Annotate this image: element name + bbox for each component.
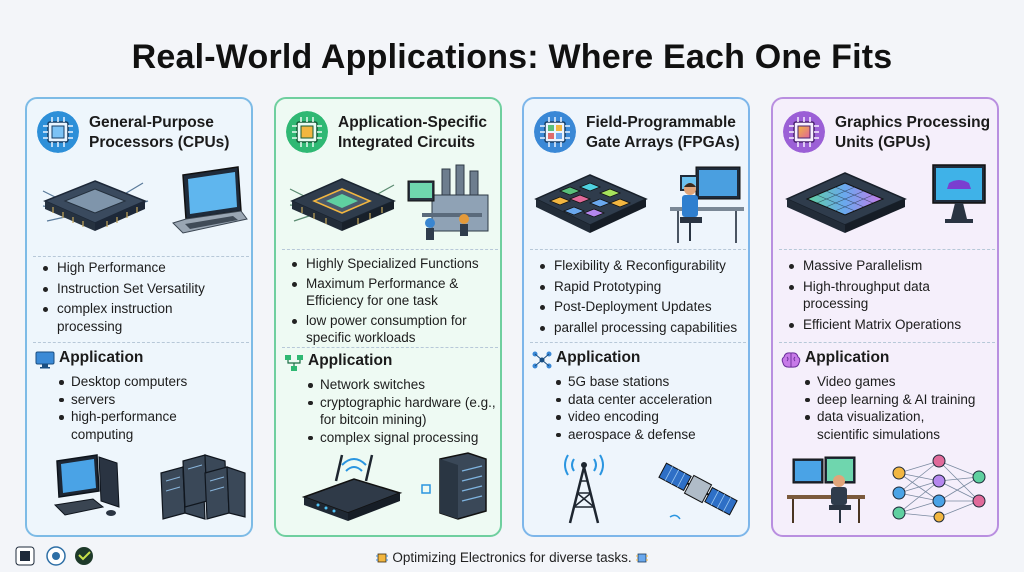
feature-list: Highly Specialized Functions Maximum Per…: [292, 255, 500, 350]
list-item: cryptographic hardware (e.g., for bitcoi…: [308, 394, 498, 429]
monitor-icon: [35, 351, 55, 369]
fpga-engineer-illustration: [534, 166, 744, 243]
asic-factory-illustration: [289, 164, 489, 240]
tower-satellite-illustration: [564, 454, 738, 524]
list-item: High Performance: [43, 259, 251, 277]
footer-text: Optimizing Electronics for diverse tasks…: [392, 550, 632, 565]
cpu-laptop-illustration: [42, 166, 248, 234]
page-title: Real-World Applications: Where Each One …: [131, 38, 893, 76]
list-item: Instruction Set Versatility: [43, 280, 251, 298]
list-item: Rapid Prototyping: [540, 278, 748, 296]
divider: [779, 249, 995, 250]
card-header: Graphics Processing Units (GPUs): [783, 109, 993, 157]
divider: [282, 249, 498, 250]
list-item: 5G base stations: [556, 373, 748, 391]
list-item: deep learning & AI training: [805, 391, 997, 409]
nodes-icon: [532, 351, 552, 369]
fpga-chip-icon: [534, 111, 576, 153]
card-header: Field-Programmable Gate Arrays (FPGAs): [534, 109, 744, 157]
asic-chip-icon: [286, 111, 328, 153]
card-title: General-Purpose Processors (CPUs): [89, 114, 230, 151]
list-item: servers: [59, 391, 251, 409]
list-item: Efficient Matrix Operations: [789, 316, 997, 334]
list-item: complex instruction processing: [43, 300, 233, 335]
gpu-monitor-illustration: [785, 164, 986, 233]
feature-list: High Performance Instruction Set Versati…: [43, 259, 251, 338]
list-item: high-performance computing: [59, 408, 209, 443]
card-header: General-Purpose Processors (CPUs): [37, 109, 247, 157]
list-item: Network switches: [308, 376, 500, 394]
card-title: Application-Specific Integrated Circuits: [338, 114, 487, 151]
chip-icon: [375, 554, 388, 563]
card-gpu: Graphics Processing Units (GPUs) Massive…: [771, 97, 999, 537]
list-item: Video games: [805, 373, 997, 391]
list-item: Highly Specialized Functions: [292, 255, 500, 273]
feature-list: Flexibility & Reconfigurability Rapid Pr…: [540, 257, 748, 339]
application-list: Network switches cryptographic hardware …: [308, 376, 500, 447]
application-list: 5G base stations data center acceleratio…: [556, 373, 748, 444]
card-asic: Application-Specific Integrated Circuits…: [274, 97, 502, 537]
desktop-server-illustration: [53, 454, 246, 520]
list-item: aerospace & defense: [556, 426, 748, 444]
divider: [282, 347, 498, 348]
application-header: Application: [532, 349, 732, 371]
list-item: data center acceleration: [556, 391, 748, 409]
divider: [530, 342, 746, 343]
card-cpu: General-Purpose Processors (CPUs) High P…: [25, 97, 253, 537]
divider: [779, 342, 995, 343]
list-item: Massive Parallelism: [789, 257, 997, 275]
list-item: complex signal processing: [308, 429, 500, 447]
cpu-chip-icon: [37, 111, 79, 153]
chip-icon: [636, 554, 649, 563]
brain-icon: [781, 352, 801, 368]
application-header: Application: [35, 349, 235, 371]
list-item: Post-Deployment Updates: [540, 298, 748, 316]
feature-list: Massive Parallelism High-throughput data…: [789, 257, 997, 336]
divider: [530, 249, 746, 250]
divider: [33, 342, 249, 343]
list-item: Flexibility & Reconfigurability: [540, 257, 748, 275]
application-header: Application: [781, 349, 981, 371]
gaming-neural-network-illustration: [787, 454, 986, 523]
card-title: Field-Programmable Gate Arrays (FPGAs): [586, 114, 740, 151]
list-item: parallel processing capabilities: [540, 319, 748, 337]
application-list: Desktop computers servers high-performan…: [59, 373, 251, 443]
list-item: Maximum Performance & Efficiency for one…: [292, 275, 492, 310]
card-fpga: Field-Programmable Gate Arrays (FPGAs) F…: [522, 97, 750, 537]
application-list: Video games deep learning & AI training …: [805, 373, 997, 443]
list-item: low power consumption for specific workl…: [292, 312, 492, 347]
network-icon: [285, 355, 303, 371]
card-header: Application-Specific Integrated Circuits: [286, 109, 496, 157]
list-item: High-throughput data processing: [789, 278, 969, 313]
gpu-chip-icon: [783, 111, 825, 153]
partner-logos: [15, 546, 93, 566]
divider: [33, 256, 249, 257]
list-item: data visualization, scientific simulatio…: [805, 408, 975, 443]
list-item: Desktop computers: [59, 373, 251, 391]
router-server-illustration: [301, 452, 487, 521]
card-title: Graphics Processing Units (GPUs): [835, 114, 991, 151]
footer: Optimizing Electronics for diverse tasks…: [0, 550, 1024, 565]
application-header: Application: [284, 352, 484, 374]
list-item: video encoding: [556, 408, 748, 426]
